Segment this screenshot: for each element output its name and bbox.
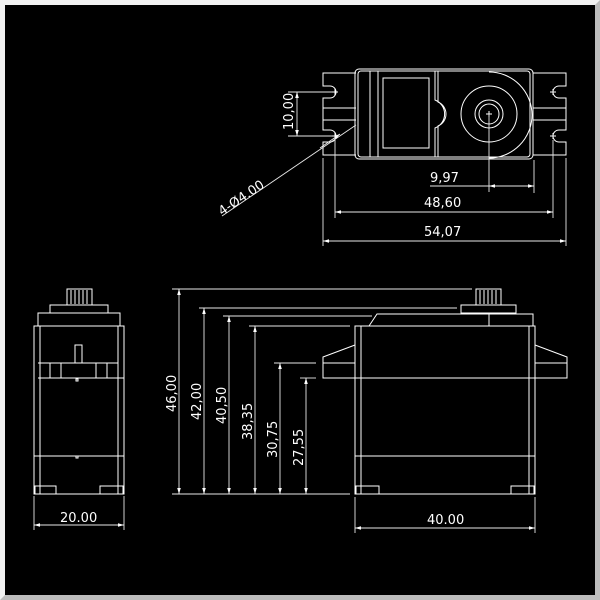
dim-height-flange-bottom: 27,55 bbox=[292, 429, 307, 466]
front-view: 46,00 42,00 40,50 38,35 30,75 27,55 40.0… bbox=[165, 288, 568, 533]
dim-height-flange-top: 30,75 bbox=[266, 421, 281, 458]
mount-hole-markers bbox=[332, 89, 556, 139]
dim-height-hub: 42,00 bbox=[190, 383, 205, 420]
dim-body-length: 40.00 bbox=[427, 513, 464, 528]
dim-overall-length: 54,07 bbox=[424, 225, 461, 240]
label-window bbox=[382, 77, 430, 149]
dim-horn-offset: 9,97 bbox=[430, 171, 459, 186]
dim-hole-vertical-label: 10,00 bbox=[282, 93, 297, 130]
top-view: 9,97 48,60 54,07 10,00 4-Ø4.00 bbox=[216, 68, 567, 246]
dim-height-overall: 46,00 bbox=[165, 375, 180, 412]
mount-flange-right bbox=[533, 72, 567, 156]
dim-height-case: 38,35 bbox=[241, 403, 256, 440]
case-side bbox=[33, 325, 125, 495]
flange-right bbox=[534, 344, 568, 379]
side-view: 20.00 bbox=[33, 288, 125, 530]
case-front bbox=[354, 325, 536, 495]
dim-height-top-plate: 40,50 bbox=[215, 387, 230, 424]
dim-hole-spacing: 48,60 bbox=[424, 196, 461, 211]
case-notch bbox=[434, 71, 447, 157]
flange-left bbox=[322, 344, 356, 379]
case-outline bbox=[354, 68, 534, 160]
dim-holes-diameter: 4-Ø4.00 bbox=[216, 178, 268, 220]
dim-width: 20.00 bbox=[60, 511, 97, 526]
